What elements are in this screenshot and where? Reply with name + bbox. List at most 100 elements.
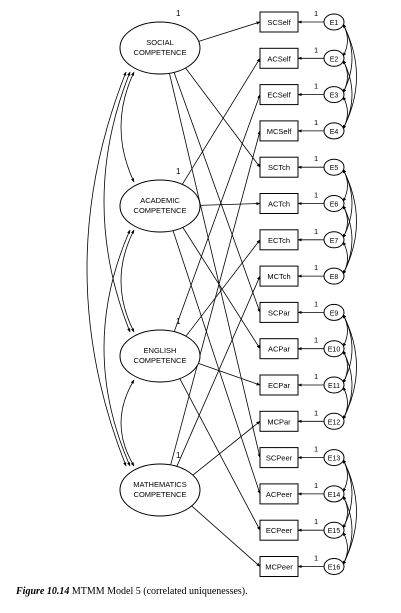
indicator-box-12 xyxy=(259,447,299,469)
indicator-box-6 xyxy=(259,229,299,251)
factor-label-2-1: COMPETENCE xyxy=(134,356,187,365)
factor-ellipse-3 xyxy=(119,463,201,517)
loading-arrow-9 xyxy=(182,226,261,350)
error-ellipse-1 xyxy=(323,49,345,67)
error-label-8: E9 xyxy=(330,310,339,317)
factor-label-3-1: COMPETENCE xyxy=(134,490,187,499)
indicator-box-14 xyxy=(259,519,299,541)
loading-arrow-11 xyxy=(192,420,261,476)
indicator-label-12: SCPeer xyxy=(266,454,293,463)
error-ellipse-2 xyxy=(323,86,345,104)
indicator-box-1 xyxy=(259,47,299,69)
factor-label-0-1: COMPETENCE xyxy=(134,48,187,57)
factor-ellipse-2 xyxy=(119,329,201,383)
error-label-14: E15 xyxy=(328,528,341,535)
error-ellipse-9 xyxy=(323,340,345,358)
indicator-label-4: SCTch xyxy=(268,163,290,172)
error-correlation-6-7 xyxy=(342,241,348,275)
indicator-label-13: ACPeer xyxy=(266,490,293,499)
error-path-label-9: 1 xyxy=(314,336,318,345)
error-path-label-12: 1 xyxy=(314,445,318,454)
indicator-box-5 xyxy=(259,193,299,214)
indicator-box-11 xyxy=(259,410,299,432)
error-ellipse-4 xyxy=(323,158,345,176)
indicator-label-14: ECPeer xyxy=(266,526,293,535)
figure-caption: Figure 10.14 MTMM Model 5 (correlated un… xyxy=(16,586,396,597)
indicator-box-9 xyxy=(259,338,299,360)
error-correlation-14-15 xyxy=(342,531,348,565)
error-ellipse-11 xyxy=(323,412,345,430)
error-path-label-13: 1 xyxy=(314,481,318,490)
indicator-label-1: ACSelf xyxy=(267,54,291,63)
error-path-label-15: 1 xyxy=(314,554,318,563)
indicator-box-4 xyxy=(259,156,299,178)
error-label-3: E4 xyxy=(330,129,339,136)
factor-variance-label-1: 1 xyxy=(176,167,181,176)
factor-ellipse-0 xyxy=(119,21,201,75)
factor-label-3-0: MATHEMATICS xyxy=(133,480,186,489)
factor-correlation-1-3 xyxy=(103,229,131,467)
error-path-label-8: 1 xyxy=(314,299,318,308)
error-label-9: E10 xyxy=(328,347,341,354)
indicator-label-15: MCPeer xyxy=(265,563,293,572)
indicator-label-6: ECTch xyxy=(268,236,290,245)
factor-correlation-0-1 xyxy=(120,71,135,183)
indicator-label-2: ECSelf xyxy=(267,91,291,100)
factor-correlation-2-3 xyxy=(120,379,135,467)
error-path-label-6: 1 xyxy=(314,227,318,236)
error-path-label-1: 1 xyxy=(314,45,318,54)
indicator-box-10 xyxy=(259,374,299,396)
factor-variance-label-0: 1 xyxy=(176,9,181,18)
error-path-label-14: 1 xyxy=(314,517,318,526)
error-label-5: E6 xyxy=(330,202,339,209)
error-path-label-2: 1 xyxy=(314,82,318,91)
indicator-box-13 xyxy=(259,483,299,505)
indicator-label-11: MCPar xyxy=(267,417,291,426)
error-path-label-3: 1 xyxy=(314,118,318,127)
factor-correlations xyxy=(86,71,135,467)
loading-arrow-10 xyxy=(197,362,261,386)
indicator-label-8: SCPar xyxy=(268,308,291,317)
indicator-box-7 xyxy=(259,265,299,287)
factor-label-0-0: SOCIAL xyxy=(146,38,174,47)
error-correlations xyxy=(342,23,357,565)
error-ellipse-13 xyxy=(323,485,345,503)
loading-arrow-8 xyxy=(173,71,261,313)
error-ellipse-7 xyxy=(323,267,345,285)
error-correlation-2-3 xyxy=(342,96,348,130)
factor-label-1-1: COMPETENCE xyxy=(134,206,187,215)
factor-ellipse-1 xyxy=(119,179,201,233)
loading-arrow-4 xyxy=(184,67,261,168)
observed-indicators: SCSelfACSelfECSelfMCSelfSCTchACTchECTchM… xyxy=(259,11,299,577)
error-label-7: E8 xyxy=(330,274,339,281)
error-ellipse-8 xyxy=(323,303,345,321)
error-label-10: E11 xyxy=(328,383,340,390)
indicator-label-5: ACTch xyxy=(268,200,290,209)
error-ellipse-6 xyxy=(323,231,345,249)
loading-arrow-15 xyxy=(190,505,261,567)
error-label-15: E16 xyxy=(328,565,341,572)
error-label-0: E1 xyxy=(330,20,339,27)
indicator-box-3 xyxy=(259,120,299,142)
factor-variance-label-3: 1 xyxy=(176,451,181,460)
error-ellipse-3 xyxy=(323,122,345,140)
error-path-label-4: 1 xyxy=(314,154,318,163)
loading-arrow-2 xyxy=(173,94,261,333)
factor-correlation-0-3 xyxy=(86,71,127,467)
error-path-label-10: 1 xyxy=(314,372,318,381)
loading-arrow-1 xyxy=(181,57,261,186)
factor-correlation-0-2 xyxy=(103,71,131,333)
loading-arrow-12 xyxy=(168,72,261,458)
error-ellipse-10 xyxy=(323,376,345,394)
indicator-label-0: SCSelf xyxy=(267,18,291,27)
factor-variance-label-2: 1 xyxy=(176,317,181,326)
error-label-2: E3 xyxy=(330,93,339,100)
error-label-11: E12 xyxy=(328,419,341,426)
indicator-label-9: ACPar xyxy=(268,345,291,354)
error-ellipse-14 xyxy=(323,521,345,539)
loading-arrow-7 xyxy=(176,275,261,468)
factor-label-2-0: ENGLISH xyxy=(144,346,177,355)
